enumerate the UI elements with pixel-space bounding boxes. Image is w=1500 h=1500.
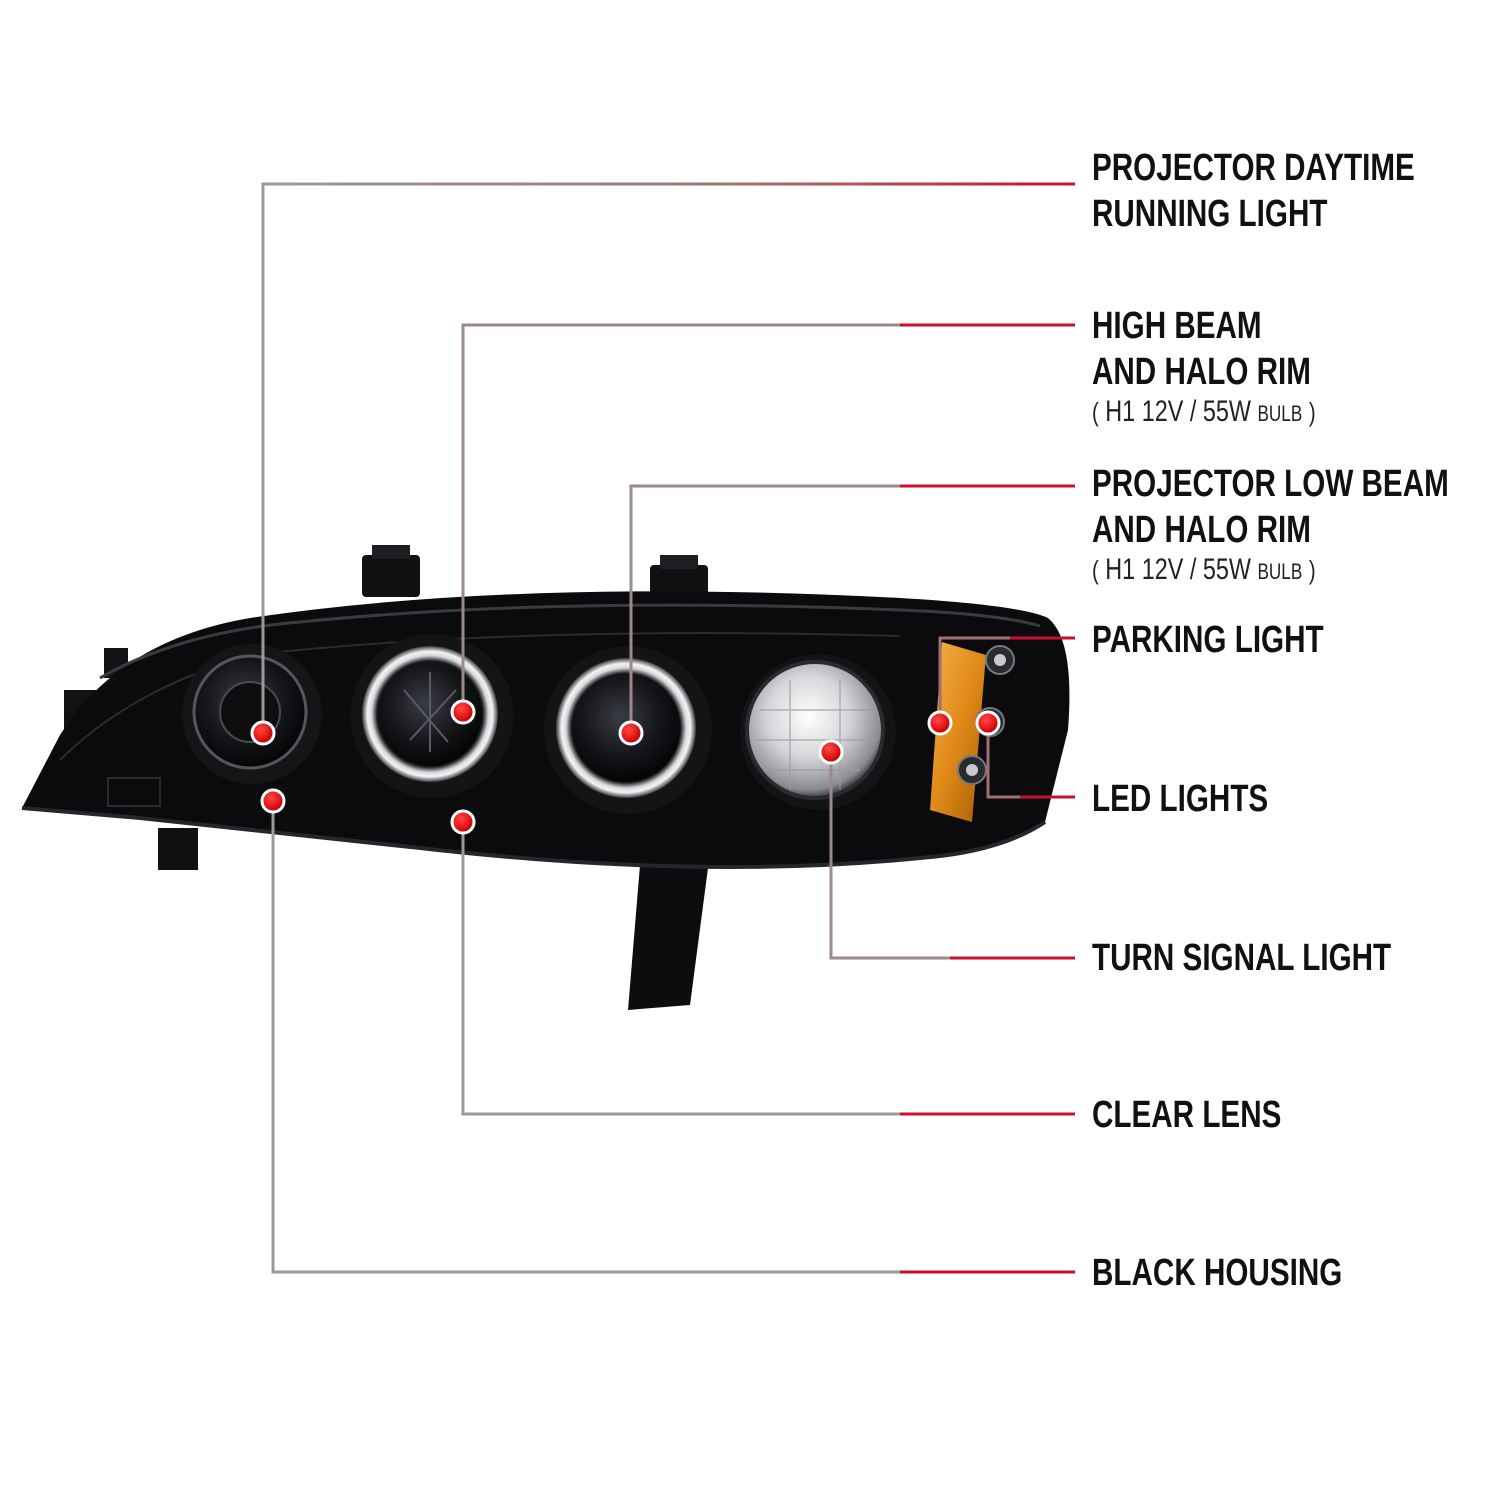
callout-turn-signal: TURN SIGNAL LIGHT <box>1092 935 1391 981</box>
spec-bulb-type: H1 <box>1105 395 1136 428</box>
turn-signal-reflector <box>740 654 896 810</box>
spec-bulb-type: H1 <box>1105 553 1136 586</box>
marker-turn-signal <box>818 739 844 765</box>
callout-low-beam: PROJECTOR LOW BEAM AND HALO RIM ( H1 12V… <box>1092 461 1449 589</box>
spec-bulb-word: BULB <box>1257 559 1303 584</box>
callout-parking-light: PARKING LIGHT <box>1092 617 1324 663</box>
callout-low-beam-spec: ( H1 12V / 55W BULB ) <box>1092 553 1449 589</box>
spec-close-paren: ) <box>1308 555 1316 585</box>
callout-low-beam-line-1: PROJECTOR LOW BEAM <box>1092 463 1449 505</box>
callout-high-beam: HIGH BEAM AND HALO RIM ( H1 12V / 55W BU… <box>1092 303 1316 431</box>
spec-rating: 12V / 55W <box>1141 395 1251 428</box>
callout-led-lights-text: LED LIGHTS <box>1092 778 1269 820</box>
spec-bulb-word: BULB <box>1257 401 1303 426</box>
callout-high-beam-line-1: HIGH BEAM <box>1092 305 1262 347</box>
callout-black-housing-text: BLACK HOUSING <box>1092 1252 1343 1294</box>
callout-drl-line-2: RUNNING LIGHT <box>1092 193 1328 235</box>
marker-low-beam <box>618 720 644 746</box>
leader-clear-lens <box>461 822 1075 1116</box>
callout-high-beam-spec: ( H1 12V / 55W BULB ) <box>1092 395 1316 431</box>
marker-led <box>975 710 1001 736</box>
projector-drl-lens <box>182 644 322 784</box>
marker-drl <box>250 720 276 746</box>
callout-led-lights: LED LIGHTS <box>1092 776 1268 822</box>
callout-drl-line-1: PROJECTOR DAYTIME <box>1092 147 1415 189</box>
callout-turn-signal-text: TURN SIGNAL LIGHT <box>1092 937 1392 979</box>
callout-clear-lens-text: CLEAR LENS <box>1092 1094 1282 1136</box>
callout-high-beam-line-2: AND HALO RIM <box>1092 351 1311 393</box>
spec-rating: 12V / 55W <box>1141 553 1251 586</box>
marker-parking <box>927 710 953 736</box>
leader-high-beam <box>461 323 1075 712</box>
marker-black-housing <box>260 788 286 814</box>
leader-black-housing <box>271 801 1075 1274</box>
callout-black-housing: BLACK HOUSING <box>1092 1250 1342 1296</box>
marker-clear-lens <box>450 809 476 835</box>
callout-clear-lens: CLEAR LENS <box>1092 1092 1281 1138</box>
black-housing <box>21 545 1070 1010</box>
high-beam-lens <box>350 634 514 798</box>
callout-low-beam-line-2: AND HALO RIM <box>1092 509 1311 551</box>
spec-open-paren: ( <box>1092 555 1099 585</box>
spec-open-paren: ( <box>1092 397 1099 427</box>
callout-drl: PROJECTOR DAYTIME RUNNING LIGHT <box>1092 145 1415 237</box>
spec-close-paren: ) <box>1308 397 1316 427</box>
marker-high-beam <box>450 699 476 725</box>
leader-lines <box>261 182 1075 1274</box>
marker-dots <box>250 699 1001 835</box>
callout-parking-light-text: PARKING LIGHT <box>1092 619 1324 661</box>
